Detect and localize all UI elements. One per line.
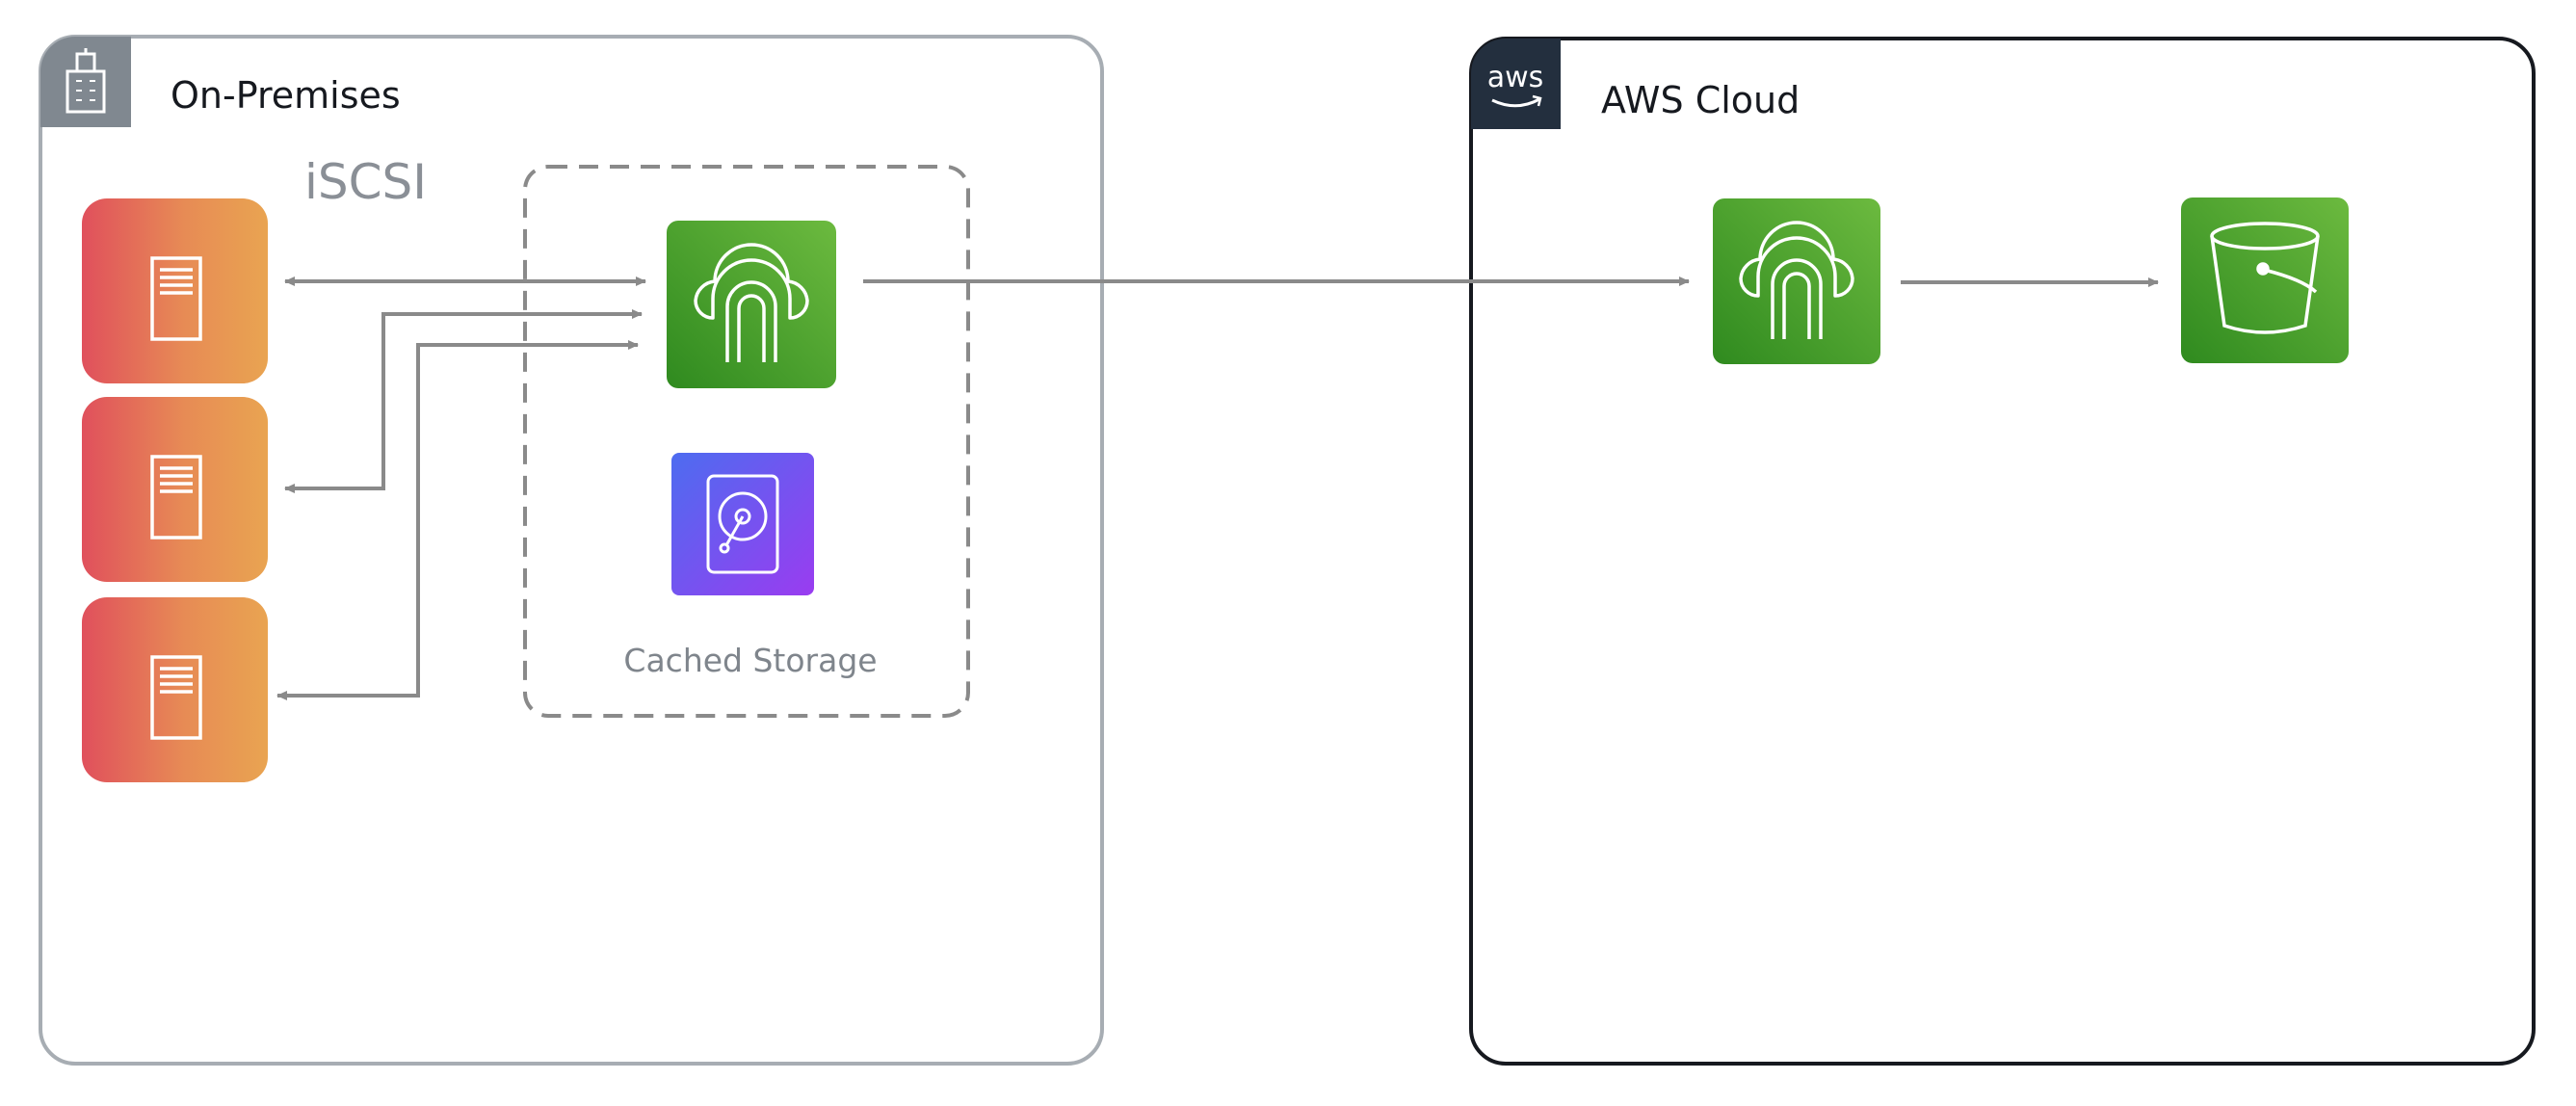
server-1[interactable]: [82, 198, 268, 383]
hard-disk-icon: [706, 474, 779, 574]
aws-cloud-group: aws AWS Cloud: [1469, 37, 2536, 1066]
on-premises-group: On-Premises iSCSI: [39, 35, 1104, 1066]
svg-text:aws: aws: [1487, 61, 1544, 94]
building-icon: [40, 37, 131, 127]
on-premises-title: On-Premises: [171, 74, 401, 117]
storage-gateway-icon: [1739, 221, 1854, 339]
server-2[interactable]: [82, 397, 268, 582]
on-premises-storage-gateway[interactable]: [667, 221, 836, 388]
server-3-connector: [276, 340, 639, 700]
cached-storage[interactable]: [671, 453, 814, 595]
server-icon: [150, 455, 202, 540]
s3-bucket-icon: [2210, 222, 2320, 334]
gateway-appliance-boundary: [523, 165, 970, 718]
aws-storage-gateway[interactable]: [1713, 198, 1880, 364]
iscsi-label: iSCSI: [304, 154, 427, 210]
aws-cloud-title: AWS Cloud: [1601, 79, 1800, 121]
server-3[interactable]: [82, 597, 268, 782]
cached-storage-label: Cached Storage: [623, 642, 877, 679]
aws-cloud-boundary: [1469, 37, 2536, 1066]
storage-gateway-icon: [694, 243, 809, 362]
s3-bucket[interactable]: [2181, 198, 2349, 363]
server-icon: [150, 256, 202, 341]
aws-logo: aws: [1471, 39, 1561, 129]
server-icon: [150, 655, 202, 740]
connectors: [276, 276, 2159, 700]
